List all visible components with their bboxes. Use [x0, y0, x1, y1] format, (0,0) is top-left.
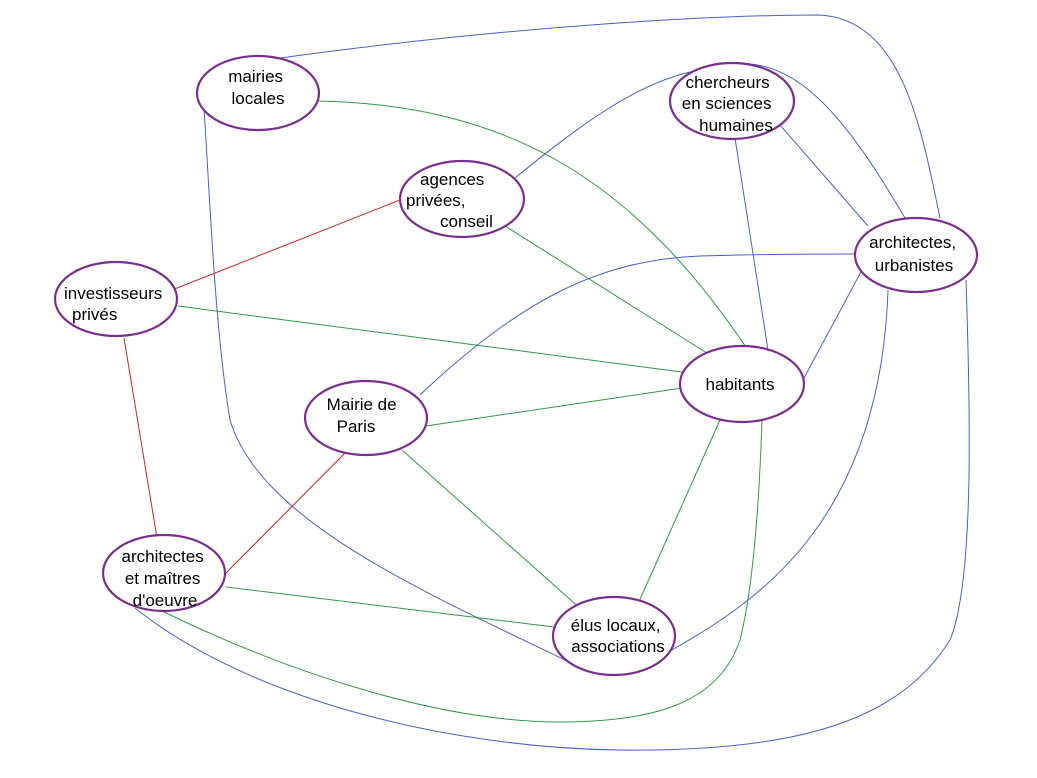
- node-label: agences privées, conseil: [406, 170, 493, 231]
- node-agences[interactable]: agences privées, conseil: [398, 159, 526, 239]
- edge-investisseurs-architectes-maitres: [123, 337, 158, 539]
- edge-mairie-paris-architectes-maitres: [225, 452, 346, 574]
- edge-agences-investisseurs: [171, 199, 401, 291]
- node-label: habitants: [706, 375, 775, 394]
- node-label: mairies locales: [228, 67, 288, 108]
- edge-mairie-paris-habitants: [425, 387, 683, 427]
- edge-chercheurs-architectes-urbanistes: [779, 124, 869, 227]
- edge-mairies-locales-architectes-urbanistes: [279, 14, 941, 219]
- node-label: architectes, urbanistes: [869, 233, 961, 275]
- node-architectes-maitres[interactable]: architectes et maîtres d'oeuvre: [101, 533, 227, 613]
- node-investisseurs[interactable]: investisseurs privés: [53, 260, 179, 338]
- edge-habitants-architectes-urbanistes: [803, 269, 863, 379]
- edge-chercheurs-habitants: [734, 137, 769, 351]
- edge-mairies-locales-habitants: [317, 100, 749, 351]
- nodes-layer: mairies locales chercheurs en sciences h…: [53, 54, 979, 677]
- edge-mairie-paris-architectes-urbanistes: [419, 253, 856, 396]
- edge-investisseurs-habitants: [177, 305, 683, 373]
- node-mairie-paris[interactable]: Mairie de Paris: [303, 379, 429, 457]
- node-architectes-urbanistes[interactable]: architectes, urbanistes: [853, 216, 979, 294]
- node-label: Mairie de Paris: [327, 395, 402, 436]
- edge-mairies-locales-elus: [203, 107, 566, 661]
- edge-architectes-maitres-architectes-urbanistes: [134, 279, 970, 751]
- edge-architectes-maitres-habitants: [149, 419, 763, 723]
- node-mairies-locales[interactable]: mairies locales: [195, 54, 321, 132]
- node-label: chercheurs en sciences humaines: [682, 73, 777, 135]
- edge-architectes-maitres-elus: [225, 586, 555, 628]
- edge-habitants-elus: [636, 419, 721, 607]
- edge-elus-architectes-urbanistes: [671, 289, 889, 651]
- node-label: élus locaux, associations: [571, 616, 666, 656]
- node-label: architectes et maîtres d'oeuvre: [122, 547, 209, 610]
- edges-layer: [123, 14, 970, 751]
- node-elus[interactable]: élus locaux, associations: [551, 595, 677, 677]
- node-chercheurs[interactable]: chercheurs en sciences humaines: [668, 61, 796, 141]
- node-habitants[interactable]: habitants: [678, 344, 806, 424]
- node-label: investisseurs privés: [64, 284, 167, 324]
- edge-agences-habitants: [504, 225, 711, 356]
- edge-mairie-paris-elus: [401, 449, 583, 611]
